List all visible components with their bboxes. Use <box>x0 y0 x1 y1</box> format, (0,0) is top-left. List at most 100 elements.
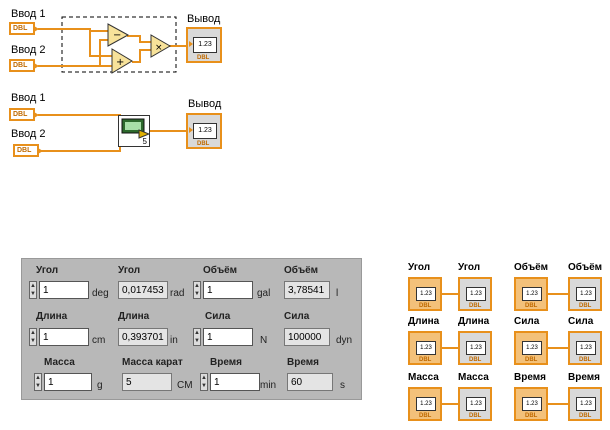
multiply-op: × <box>155 43 163 53</box>
grid-type: DBL <box>419 413 432 419</box>
subtract-op: − <box>113 30 121 41</box>
add-op: + <box>116 57 124 68</box>
d1-input2-terminal[interactable]: DBL <box>9 59 39 72</box>
volume-indicator-value: 3,78541 <box>284 281 330 299</box>
volume-control-unit: gal <box>257 288 271 299</box>
volume-control-label: Объём <box>203 265 238 276</box>
d2-input1-terminal[interactable]: DBL <box>9 108 39 121</box>
grid-value: 1.23 <box>466 397 486 411</box>
mass-control-input[interactable]: 1 <box>44 373 92 391</box>
time-control-input[interactable]: 1 <box>210 373 260 391</box>
angle-control-unit: deg <box>92 288 109 299</box>
d1-input1-terminal[interactable]: DBL <box>9 22 39 35</box>
front-panel: Угол ▲▼ 1 deg Угол 0,017453 rad Объём ▲▼… <box>21 258 362 400</box>
d2-input2-label: Ввод 2 <box>11 128 46 140</box>
grid-label-1-0: Длина <box>408 316 440 327</box>
force-indicator-label: Сила <box>284 311 310 322</box>
angle-stepper[interactable]: ▲▼ <box>29 281 37 299</box>
grid-label-1-3: Сила <box>568 316 594 327</box>
carat-indicator-unit: CM <box>177 380 193 391</box>
length-stepper[interactable]: ▲▼ <box>29 328 37 346</box>
mass-stepper[interactable]: ▲▼ <box>34 373 42 391</box>
force-indicator-unit: dyn <box>336 335 353 346</box>
time-control-unit: min <box>260 380 277 391</box>
grid-value: 1.23 <box>522 341 542 355</box>
volume-indicator-unit: l <box>336 288 339 299</box>
length-control-input[interactable]: 1 <box>39 328 89 346</box>
time-stepper[interactable]: ▲▼ <box>200 373 208 391</box>
grid-label-1-2: Сила <box>514 316 540 327</box>
angle-control-input[interactable]: 1 <box>39 281 89 299</box>
grid-type: DBL <box>525 357 538 363</box>
d2-input2-terminal[interactable]: DBL <box>13 144 43 157</box>
volume-stepper[interactable]: ▲▼ <box>193 281 201 299</box>
d2-output-label: Вывод <box>188 98 222 110</box>
length-indicator-label: Длина <box>118 311 150 322</box>
angle-indicator-unit: rad <box>170 288 185 299</box>
grid-type: DBL <box>419 357 432 363</box>
subtract-node <box>107 23 130 47</box>
carat-indicator-label: Масса карат <box>122 357 183 368</box>
d1-output-label: Вывод <box>187 13 221 25</box>
grid-label-0-0: Угол <box>408 262 431 273</box>
force-control-input[interactable]: 1 <box>203 328 253 346</box>
grid-value: 1.23 <box>576 397 596 411</box>
time-indicator-label: Время <box>287 357 319 368</box>
grid-type: DBL <box>419 303 432 309</box>
volume-indicator-label: Объём <box>284 265 319 276</box>
subvi-icon <box>121 118 149 139</box>
subvi-number: 5 <box>142 137 147 146</box>
time-indicator-unit: s <box>340 380 345 391</box>
grid-type: DBL <box>469 303 482 309</box>
diagram1-wires: − + × <box>38 16 186 74</box>
d1-input2-label: Ввод 2 <box>11 44 46 56</box>
force-stepper[interactable]: ▲▼ <box>193 328 201 346</box>
d2-input1-label: Ввод 1 <box>11 92 46 104</box>
carat-indicator-value: 5 <box>122 373 172 391</box>
subvi-node[interactable]: 5 <box>118 115 150 147</box>
volume-control-input[interactable]: 1 <box>203 281 253 299</box>
grid-label-2-1: Масса <box>458 372 489 383</box>
length-indicator-unit: in <box>170 335 178 346</box>
d1-input1-label: Ввод 1 <box>11 8 46 20</box>
grid-type: DBL <box>469 357 482 363</box>
grid-value: 1.23 <box>522 287 542 301</box>
mass-control-label: Масса <box>44 357 75 368</box>
time-indicator-value: 60 <box>287 373 333 391</box>
angle-control-label: Угол <box>36 265 59 276</box>
grid-value: 1.23 <box>466 341 486 355</box>
grid-type: DBL <box>579 413 592 419</box>
grid-value: 1.23 <box>466 287 486 301</box>
length-indicator-value: 0,393701 <box>118 328 168 346</box>
force-control-unit: N <box>260 335 268 346</box>
grid-label-1-1: Длина <box>458 316 490 327</box>
time-control-label: Время <box>210 357 242 368</box>
grid-value: 1.23 <box>522 397 542 411</box>
grid-type: DBL <box>579 357 592 363</box>
add-node <box>111 48 133 74</box>
force-indicator-value: 100000 <box>284 328 330 346</box>
length-control-unit: cm <box>92 335 106 346</box>
grid-value: 1.23 <box>576 341 596 355</box>
grid-value: 1.23 <box>576 287 596 301</box>
grid-label-0-1: Угол <box>458 262 481 273</box>
grid-type: DBL <box>525 303 538 309</box>
d1-output-indicator[interactable]: 1.23 DBL <box>186 27 222 63</box>
multiply-node <box>150 34 171 58</box>
grid-type: DBL <box>579 303 592 309</box>
d2-output-indicator[interactable]: 1.23 DBL <box>186 113 222 149</box>
